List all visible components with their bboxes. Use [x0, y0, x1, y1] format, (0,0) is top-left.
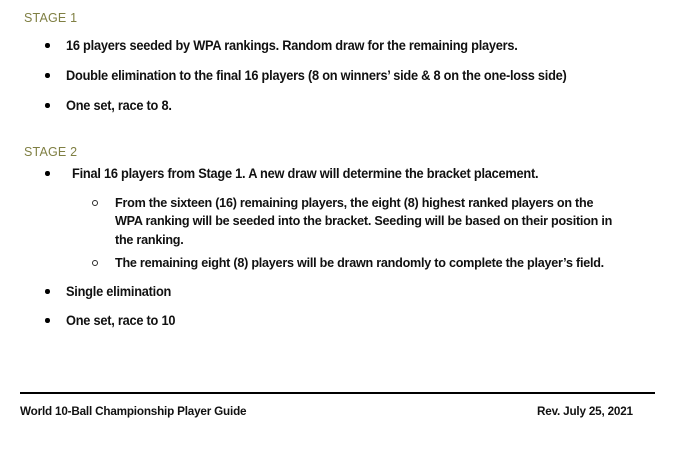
- sub-list-item-text: From the sixteen (16) remaining players,…: [115, 195, 613, 247]
- page-footer: World 10-Ball Championship Player Guide …: [20, 404, 655, 422]
- footer-revision-date: Rev. July 25, 2021: [537, 404, 633, 418]
- sub-list-item-text: The remaining eight (8) players will be …: [115, 255, 604, 271]
- bullet-disc-icon: [45, 103, 50, 108]
- stage-1-bullet-list: 16 players seeded by WPA rankings. Rando…: [0, 36, 675, 121]
- stage-2-bullet-list: Final 16 players from Stage 1. A new dra…: [0, 164, 675, 336]
- list-item: Final 16 players from Stage 1. A new dra…: [0, 164, 675, 189]
- list-item: One set, race to 8.: [0, 96, 675, 121]
- bullet-circle-icon: [92, 200, 98, 206]
- section-heading-stage-1: STAGE 1: [24, 11, 78, 25]
- list-item: One set, race to 10: [0, 311, 675, 336]
- list-item: 16 players seeded by WPA rankings. Rando…: [0, 36, 675, 61]
- bullet-disc-icon: [45, 171, 50, 176]
- sub-list-item: From the sixteen (16) remaining players,…: [0, 194, 675, 249]
- list-item-text: One set, race to 10: [66, 313, 176, 329]
- list-item-text: Double elimination to the final 16 playe…: [66, 68, 567, 83]
- footer-document-title: World 10-Ball Championship Player Guide: [20, 404, 247, 418]
- bullet-disc-icon: [45, 73, 50, 78]
- bullet-circle-icon: [92, 260, 98, 267]
- list-item-text: Final 16 players from Stage 1. A new dra…: [72, 166, 539, 181]
- list-item: Single elimination: [0, 282, 675, 307]
- bullet-disc-icon: [45, 289, 50, 294]
- bullet-disc-icon: [45, 43, 50, 48]
- list-item: Double elimination to the final 16 playe…: [0, 66, 675, 91]
- section-heading-stage-2: STAGE 2: [24, 145, 78, 159]
- list-item-text: 16 players seeded by WPA rankings. Rando…: [66, 38, 518, 53]
- sub-list-item: The remaining eight (8) players will be …: [0, 254, 675, 277]
- list-item-text: Single elimination: [66, 284, 172, 300]
- bullet-disc-icon: [45, 318, 50, 323]
- list-item-text: One set, race to 8.: [66, 98, 172, 113]
- footer-divider: [20, 392, 655, 394]
